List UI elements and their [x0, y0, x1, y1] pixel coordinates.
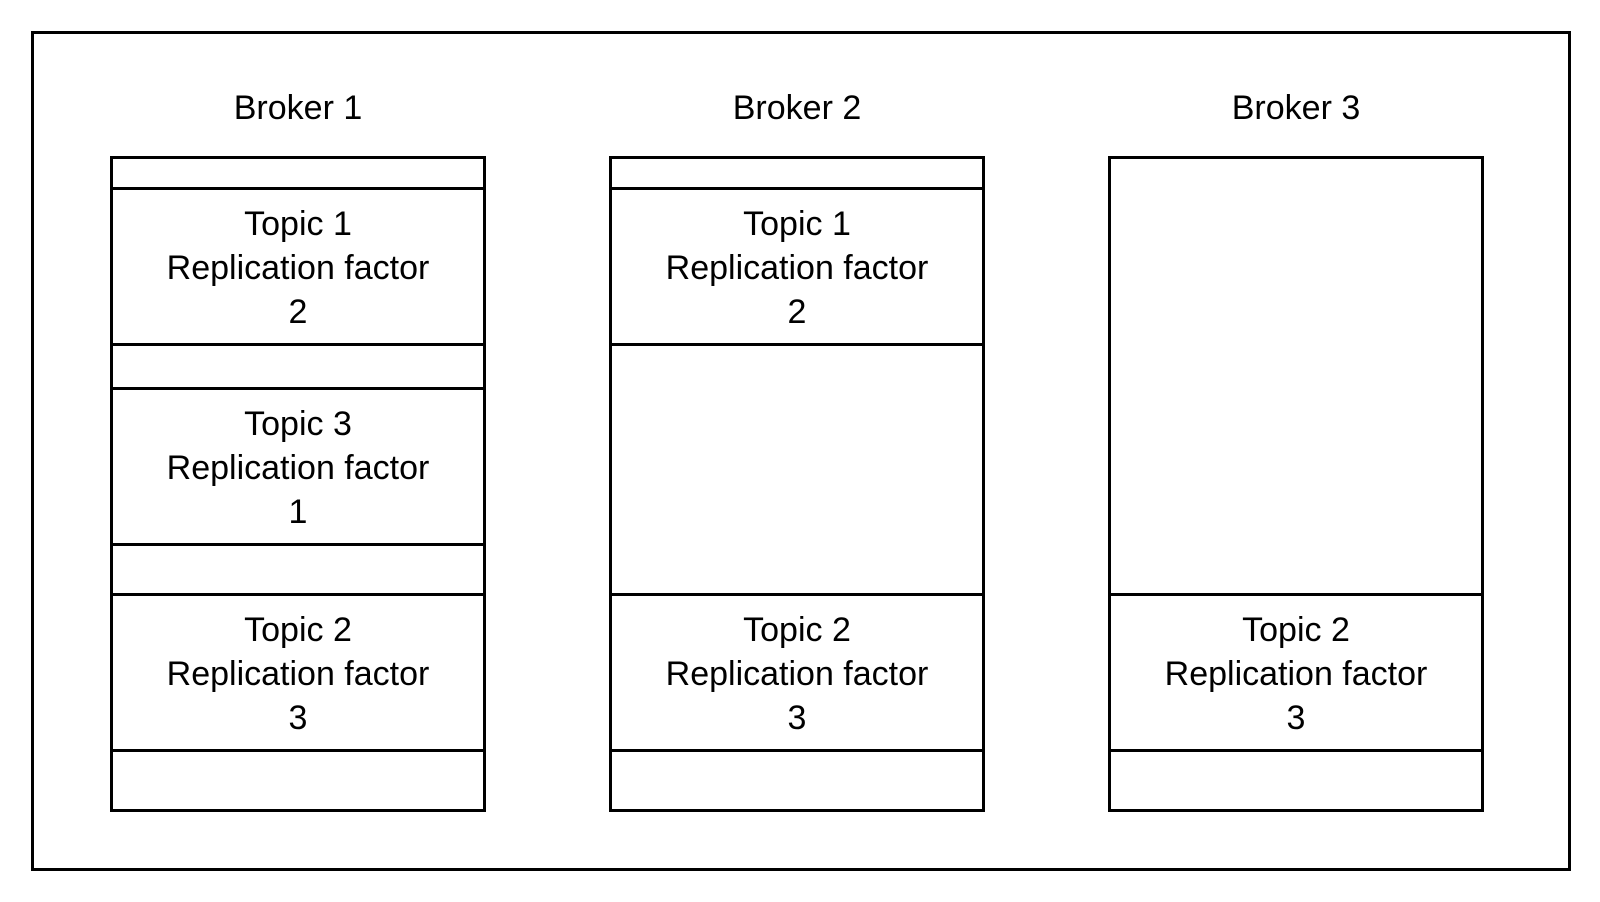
topic-name: Topic 2 [743, 611, 851, 649]
partition-topic-1: Topic 1 Replication factor 2 [113, 190, 483, 346]
partition-topic-1: Topic 1 Replication factor 2 [612, 190, 982, 346]
divider [612, 187, 982, 190]
divider [113, 187, 483, 190]
topic-name: Topic 1 [244, 205, 352, 243]
replication-label: Replication factor [166, 449, 430, 487]
divider [113, 543, 483, 546]
replication-label: Replication factor [665, 249, 929, 287]
topic-name: Topic 2 [244, 611, 352, 649]
replication-factor: 3 [1286, 699, 1306, 737]
replication-factor: 1 [288, 493, 308, 531]
replication-factor: 2 [787, 293, 807, 331]
divider [612, 593, 982, 596]
divider [612, 749, 982, 752]
broker-2-box: Topic 1 Replication factor 2 Topic 2 Rep… [609, 156, 985, 812]
replication-label: Replication factor [1164, 655, 1428, 693]
partition-topic-2: Topic 2 Replication factor 3 [113, 596, 483, 752]
divider [113, 343, 483, 346]
cluster-frame [31, 31, 1571, 871]
topic-name: Topic 1 [743, 205, 851, 243]
topic-name: Topic 2 [1242, 611, 1350, 649]
replication-label: Replication factor [665, 655, 929, 693]
divider [1111, 593, 1481, 596]
divider [113, 749, 483, 752]
replication-label: Replication factor [166, 655, 430, 693]
replication-label: Replication factor [166, 249, 430, 287]
broker-3-title: Broker 3 [1231, 89, 1361, 127]
broker-1-title: Broker 1 [233, 89, 363, 127]
replication-factor: 3 [288, 699, 308, 737]
divider [113, 387, 483, 390]
broker-2-title: Broker 2 [732, 89, 862, 127]
replication-factor: 3 [787, 699, 807, 737]
partition-topic-2: Topic 2 Replication factor 3 [1111, 596, 1481, 752]
partition-topic-3: Topic 3 Replication factor 1 [113, 390, 483, 546]
replication-factor: 2 [288, 293, 308, 331]
topic-name: Topic 3 [244, 405, 352, 443]
broker-1-box: Topic 1 Replication factor 2 Topic 3 Rep… [110, 156, 486, 812]
divider [612, 343, 982, 346]
partition-topic-2: Topic 2 Replication factor 3 [612, 596, 982, 752]
divider [113, 593, 483, 596]
divider [1111, 749, 1481, 752]
broker-3-box: Topic 2 Replication factor 3 [1108, 156, 1484, 812]
